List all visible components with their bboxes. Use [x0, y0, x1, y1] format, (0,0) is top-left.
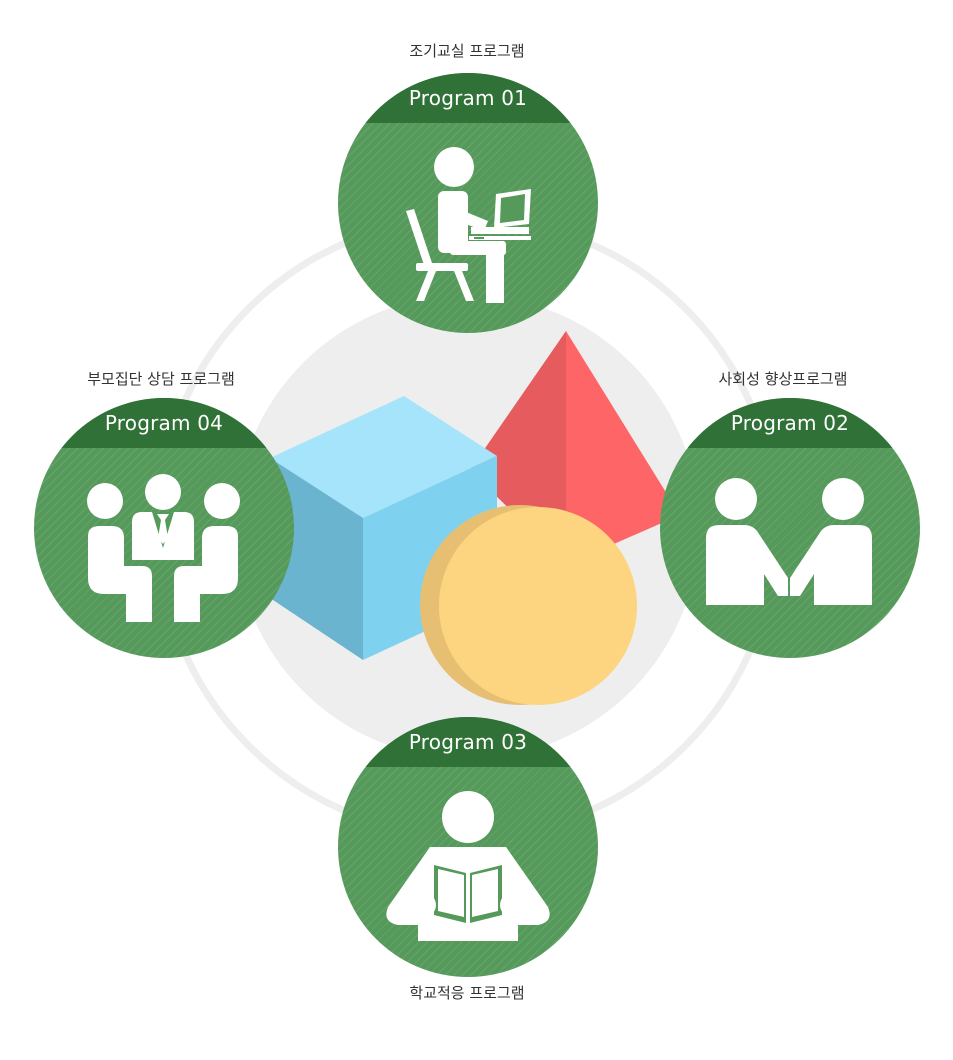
program-04-header — [34, 398, 294, 448]
program-03-header — [338, 717, 598, 767]
program-03-caption: 학교적응 프로그램 — [409, 984, 525, 1002]
ball-shape — [420, 505, 637, 705]
program-02-header — [660, 398, 920, 448]
program-01-caption: 조기교실 프로그램 — [409, 42, 525, 60]
program-04-caption: 부모집단 상담 프로그램 — [87, 370, 235, 388]
program-04-circle[interactable]: Program 04 — [34, 398, 294, 658]
group-counseling-icon — [87, 474, 240, 622]
reading-book-icon — [386, 791, 550, 941]
student-laptop-icon — [406, 147, 531, 303]
program-03-circle[interactable]: Program 03 — [338, 717, 598, 977]
program-02-caption: 사회성 향상프로그램 — [718, 370, 848, 388]
program-01-circle[interactable]: Program 01 — [338, 73, 598, 333]
program-03-title: Program 03 — [408, 730, 528, 754]
program-01-title: Program 01 — [408, 86, 528, 110]
program-02-circle[interactable]: Program 02 — [660, 398, 920, 658]
pyramid-shape — [470, 331, 680, 565]
program-04-title: Program 04 — [104, 411, 224, 435]
program-02-title: Program 02 — [730, 411, 850, 435]
program-01-header — [338, 73, 598, 123]
handshake-icon — [706, 478, 872, 605]
